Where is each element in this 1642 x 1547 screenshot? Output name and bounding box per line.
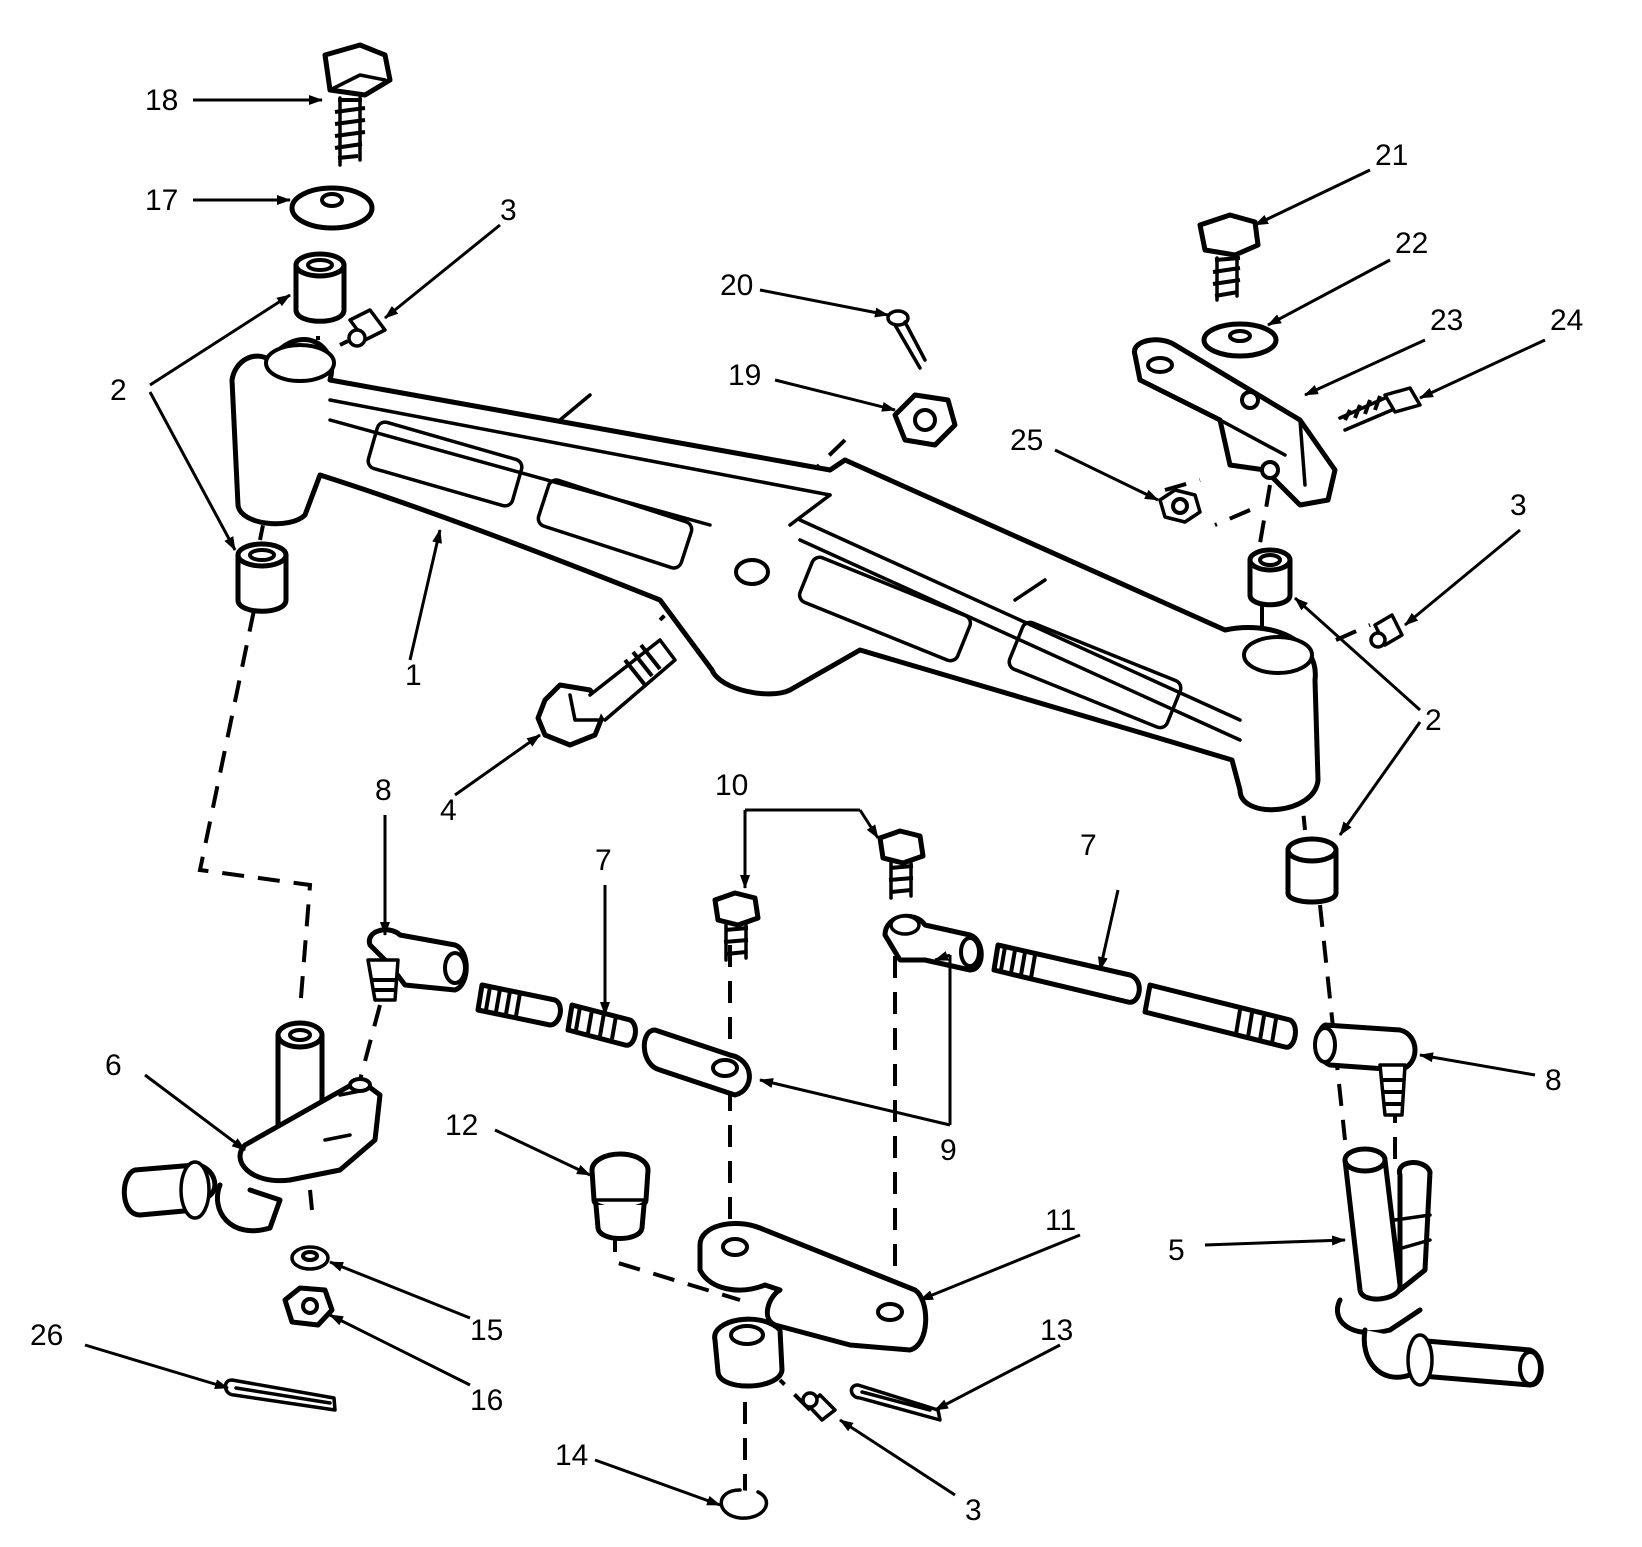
tie-rod-7-right: [991, 942, 1298, 1050]
leader-lines: [84, 95, 1546, 1507]
washer-22: [1201, 321, 1279, 359]
callout-13: 13: [1040, 1314, 1073, 1347]
callout-2-left: 2: [110, 374, 127, 407]
callout-21: 21: [1375, 139, 1408, 172]
callout-7-right: 7: [1080, 829, 1097, 862]
callout-25: 25: [1010, 424, 1043, 457]
bolt-10-right: [877, 828, 926, 900]
bushing-lower-left: [235, 541, 289, 614]
callout-19: 19: [728, 359, 761, 392]
bolt-18: [322, 42, 393, 167]
callout-24: 24: [1550, 304, 1583, 337]
cotter-pin-13: [849, 1383, 942, 1422]
callout-18: 18: [145, 84, 178, 117]
bolt-10-left: [712, 890, 761, 962]
callout-2-right: 2: [1425, 704, 1442, 737]
callout-23: 23: [1430, 304, 1463, 337]
callout-14: 14: [555, 1439, 588, 1472]
snap-ring-14: [719, 1488, 769, 1520]
callout-3-bottom: 3: [965, 1494, 982, 1527]
callout-22: 22: [1395, 227, 1428, 260]
callout-6: 6: [105, 1049, 122, 1082]
callout-3-right: 3: [1510, 489, 1527, 522]
callout-20: 20: [720, 269, 753, 302]
callout-10: 10: [715, 769, 748, 802]
screw-24: [1338, 386, 1422, 432]
callout-11: 11: [1045, 1204, 1076, 1237]
callout-17: 17: [145, 184, 178, 217]
tie-rod-end-8-left: [366, 927, 469, 1002]
callout-15: 15: [470, 1314, 503, 1347]
callout-9: 9: [940, 1134, 957, 1167]
nut-16: [282, 1285, 335, 1328]
grease-fitting-3-right: [1369, 613, 1404, 649]
lock-washer-15: [290, 1245, 330, 1271]
bolt-21: [1197, 212, 1261, 302]
callout-8-right: 8: [1545, 1064, 1562, 1097]
ball-joint-end-9-right: [882, 913, 984, 973]
callout-8-left: 8: [375, 774, 392, 807]
spindle-6: [121, 1020, 383, 1234]
washer-17: [289, 185, 375, 231]
callout-7-left: 7: [595, 844, 612, 877]
callout-12: 12: [445, 1109, 478, 1142]
plug-12: [589, 1151, 651, 1241]
grease-fitting-3-bottom: [801, 1391, 837, 1422]
tie-rod-end-8-right: [1313, 1022, 1418, 1117]
bushing-lower-right: [1285, 836, 1339, 905]
callout-26: 26: [30, 1319, 63, 1352]
callout-labels: 18 17 3 2 1 20 19 4 21 22 23 24 25 3 2 8…: [30, 84, 1583, 1527]
spindle-5: [1335, 1146, 1544, 1388]
cotter-pin-20: [886, 309, 927, 370]
steering-arm-23: [1132, 337, 1338, 508]
axle-beam: [229, 337, 1321, 813]
callout-3-top: 3: [500, 194, 517, 227]
bushing-upper-right: [1247, 547, 1293, 608]
tie-rod-7-left: [475, 982, 638, 1048]
callout-16: 16: [470, 1384, 503, 1417]
steering-link-11: [697, 1220, 929, 1389]
castle-nut-19: [892, 392, 958, 448]
grease-fitting-3-top: [347, 308, 387, 348]
pivot-bolt-4: [535, 638, 677, 748]
nut-25: [1158, 488, 1202, 524]
callout-4: 4: [440, 794, 457, 827]
ball-joint-end-9-left: [641, 1027, 752, 1098]
callout-5: 5: [1168, 1234, 1185, 1267]
callout-1: 1: [405, 659, 422, 692]
bushing-upper-left: [293, 251, 347, 324]
cotter-pin-26: [223, 1378, 337, 1412]
